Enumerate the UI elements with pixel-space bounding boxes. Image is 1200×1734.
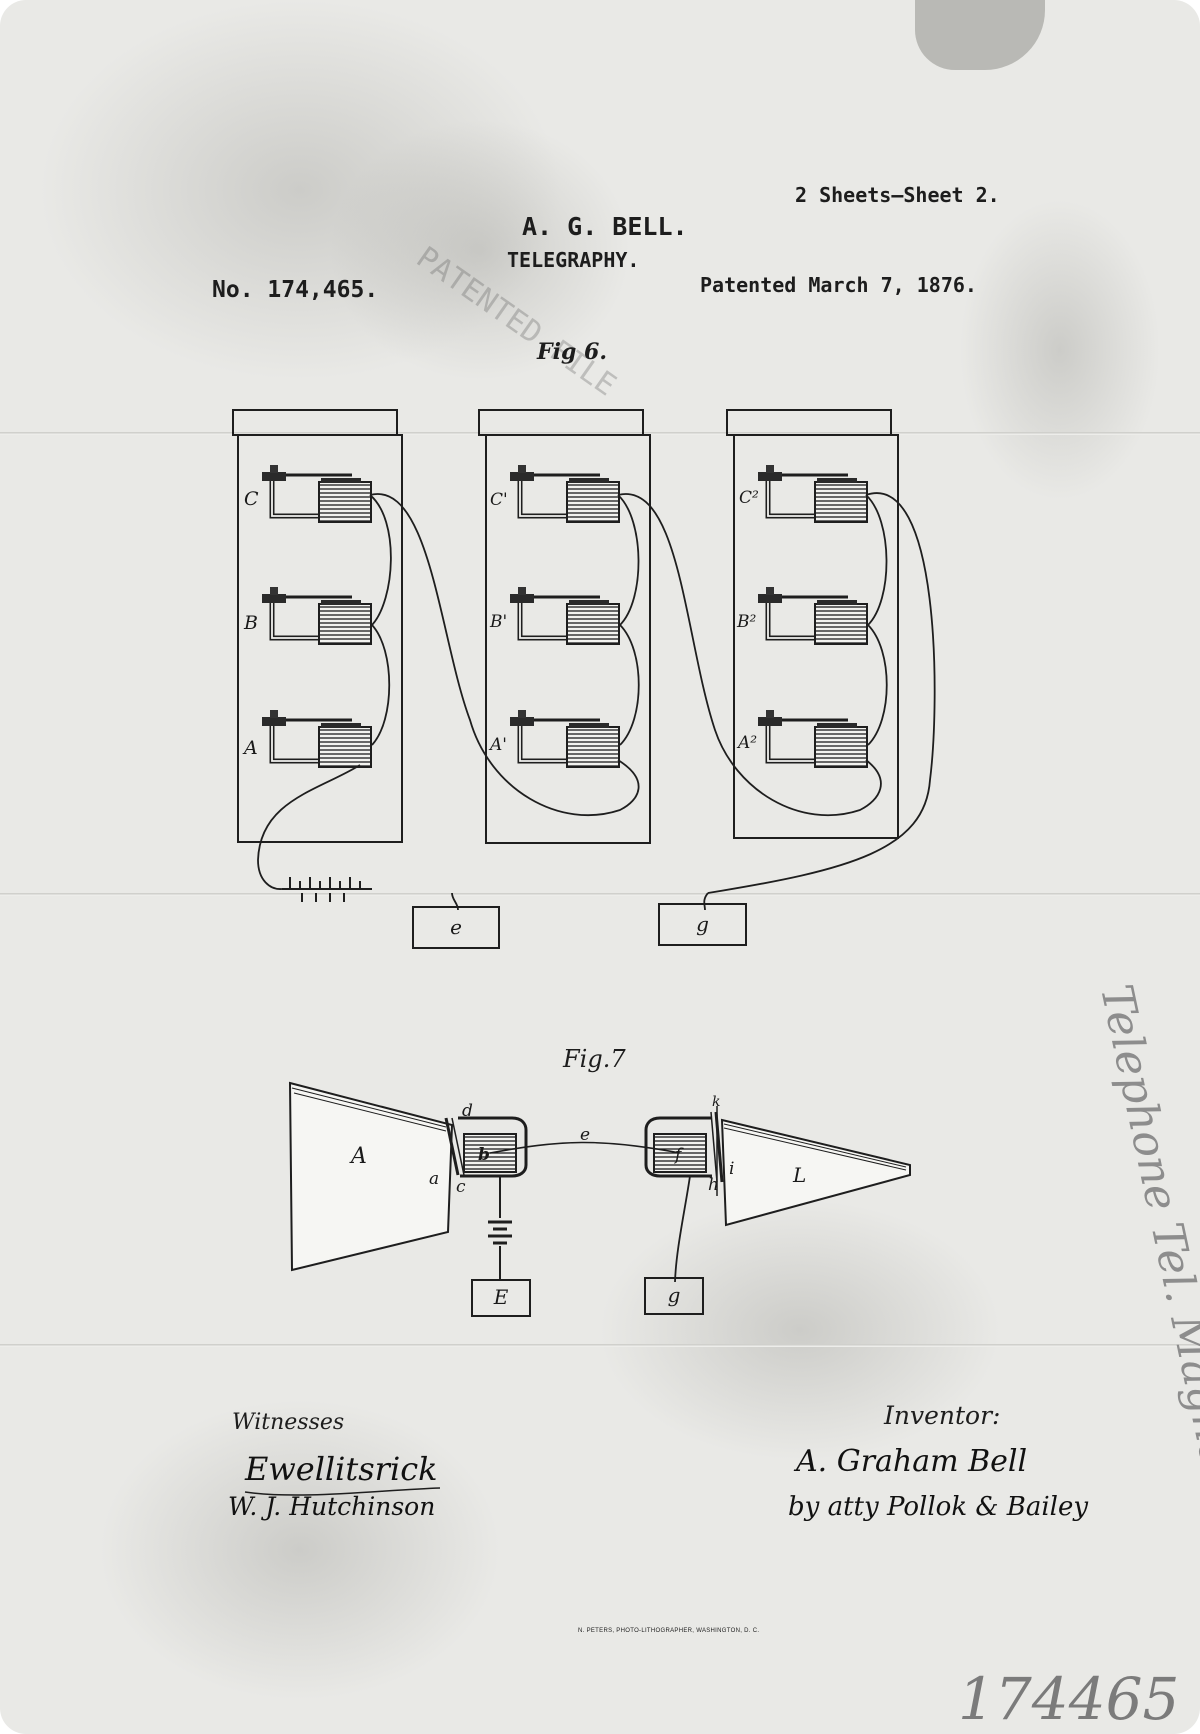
sheets-label: 2 Sheets—Sheet 2. bbox=[795, 183, 1000, 207]
stain bbox=[330, 120, 630, 380]
fig6-label-B2: B² bbox=[737, 612, 757, 632]
fig6-box-e bbox=[412, 906, 500, 949]
fig6-label-A: A bbox=[244, 737, 258, 759]
fig7-drawing bbox=[244, 1081, 911, 1496]
inventor-label: Inventor: bbox=[884, 1401, 1001, 1430]
witness-signature-1: Ewellitsrick bbox=[245, 1450, 438, 1488]
fig7-title: Fig.7 bbox=[563, 1045, 626, 1073]
fig6-label-A2: A² bbox=[738, 733, 758, 753]
fig6-panel-3 bbox=[726, 409, 899, 839]
fig6-label-A1: A' bbox=[490, 735, 507, 755]
fig7-label-k: k bbox=[712, 1094, 721, 1110]
fig6-label-C2: C² bbox=[739, 488, 759, 508]
fig7-label-d: d bbox=[462, 1101, 473, 1121]
fig6-label-C: C bbox=[244, 488, 259, 510]
fig6-panel-1 bbox=[232, 409, 403, 843]
inventor-name: A. G. BELL. bbox=[522, 212, 688, 241]
fold-line bbox=[0, 432, 1200, 435]
fig6-box-e-label: e bbox=[450, 915, 462, 939]
fold-line bbox=[0, 893, 1200, 896]
fig7-box-g bbox=[644, 1277, 704, 1315]
witness-signature-2: W. J. Hutchinson bbox=[228, 1492, 436, 1521]
fig7-label-A: A bbox=[351, 1144, 367, 1169]
fig6-wires bbox=[257, 492, 936, 911]
fig6-label-B: B bbox=[244, 612, 258, 634]
fig6-panel-2 bbox=[478, 409, 651, 844]
fig7-label-i: i bbox=[729, 1159, 735, 1179]
stain bbox=[40, 0, 560, 380]
fig7-label-a: a bbox=[429, 1169, 440, 1189]
witnesses-label: Witnesses bbox=[232, 1410, 345, 1435]
stain bbox=[600, 1200, 1000, 1460]
handwritten-number: 174465 bbox=[958, 1665, 1180, 1733]
fig7-label-e: e bbox=[580, 1125, 591, 1145]
fig6-box-g bbox=[658, 903, 747, 946]
fig6-label-C1: C' bbox=[490, 490, 508, 510]
inventor-signature: A. Graham Bell bbox=[796, 1444, 1028, 1479]
stain bbox=[960, 200, 1160, 500]
lithographer-imprint: N. PETERS, PHOTO-LITHOGRAPHER, WASHINGTO… bbox=[578, 1628, 760, 1634]
fig7-label-L: L bbox=[793, 1163, 807, 1187]
patent-number: No. 174,465. bbox=[212, 277, 379, 303]
fig6-box-g-label: g bbox=[696, 912, 709, 936]
patented-date: Patented March 7, 1876. bbox=[700, 273, 977, 297]
stain bbox=[100, 1400, 500, 1700]
fold-line bbox=[0, 1344, 1200, 1347]
attorney-signature: by atty Pollok & Bailey bbox=[788, 1492, 1089, 1522]
fig6-label-B1: B' bbox=[490, 612, 508, 632]
fig7-box-g-label: g bbox=[667, 1283, 681, 1307]
fig7-label-b: b bbox=[478, 1145, 490, 1165]
fig6-title: Fig 6. bbox=[537, 339, 607, 365]
fig7-label-c: c bbox=[456, 1177, 466, 1197]
ground-comb bbox=[282, 877, 372, 902]
fig7-label-h: h bbox=[708, 1175, 719, 1195]
fig7-label-f: f bbox=[675, 1145, 682, 1165]
subject-title: TELEGRAPHY. bbox=[507, 248, 640, 272]
fig7-box-E-label: E bbox=[493, 1285, 509, 1309]
fig7-box-E bbox=[471, 1279, 531, 1317]
